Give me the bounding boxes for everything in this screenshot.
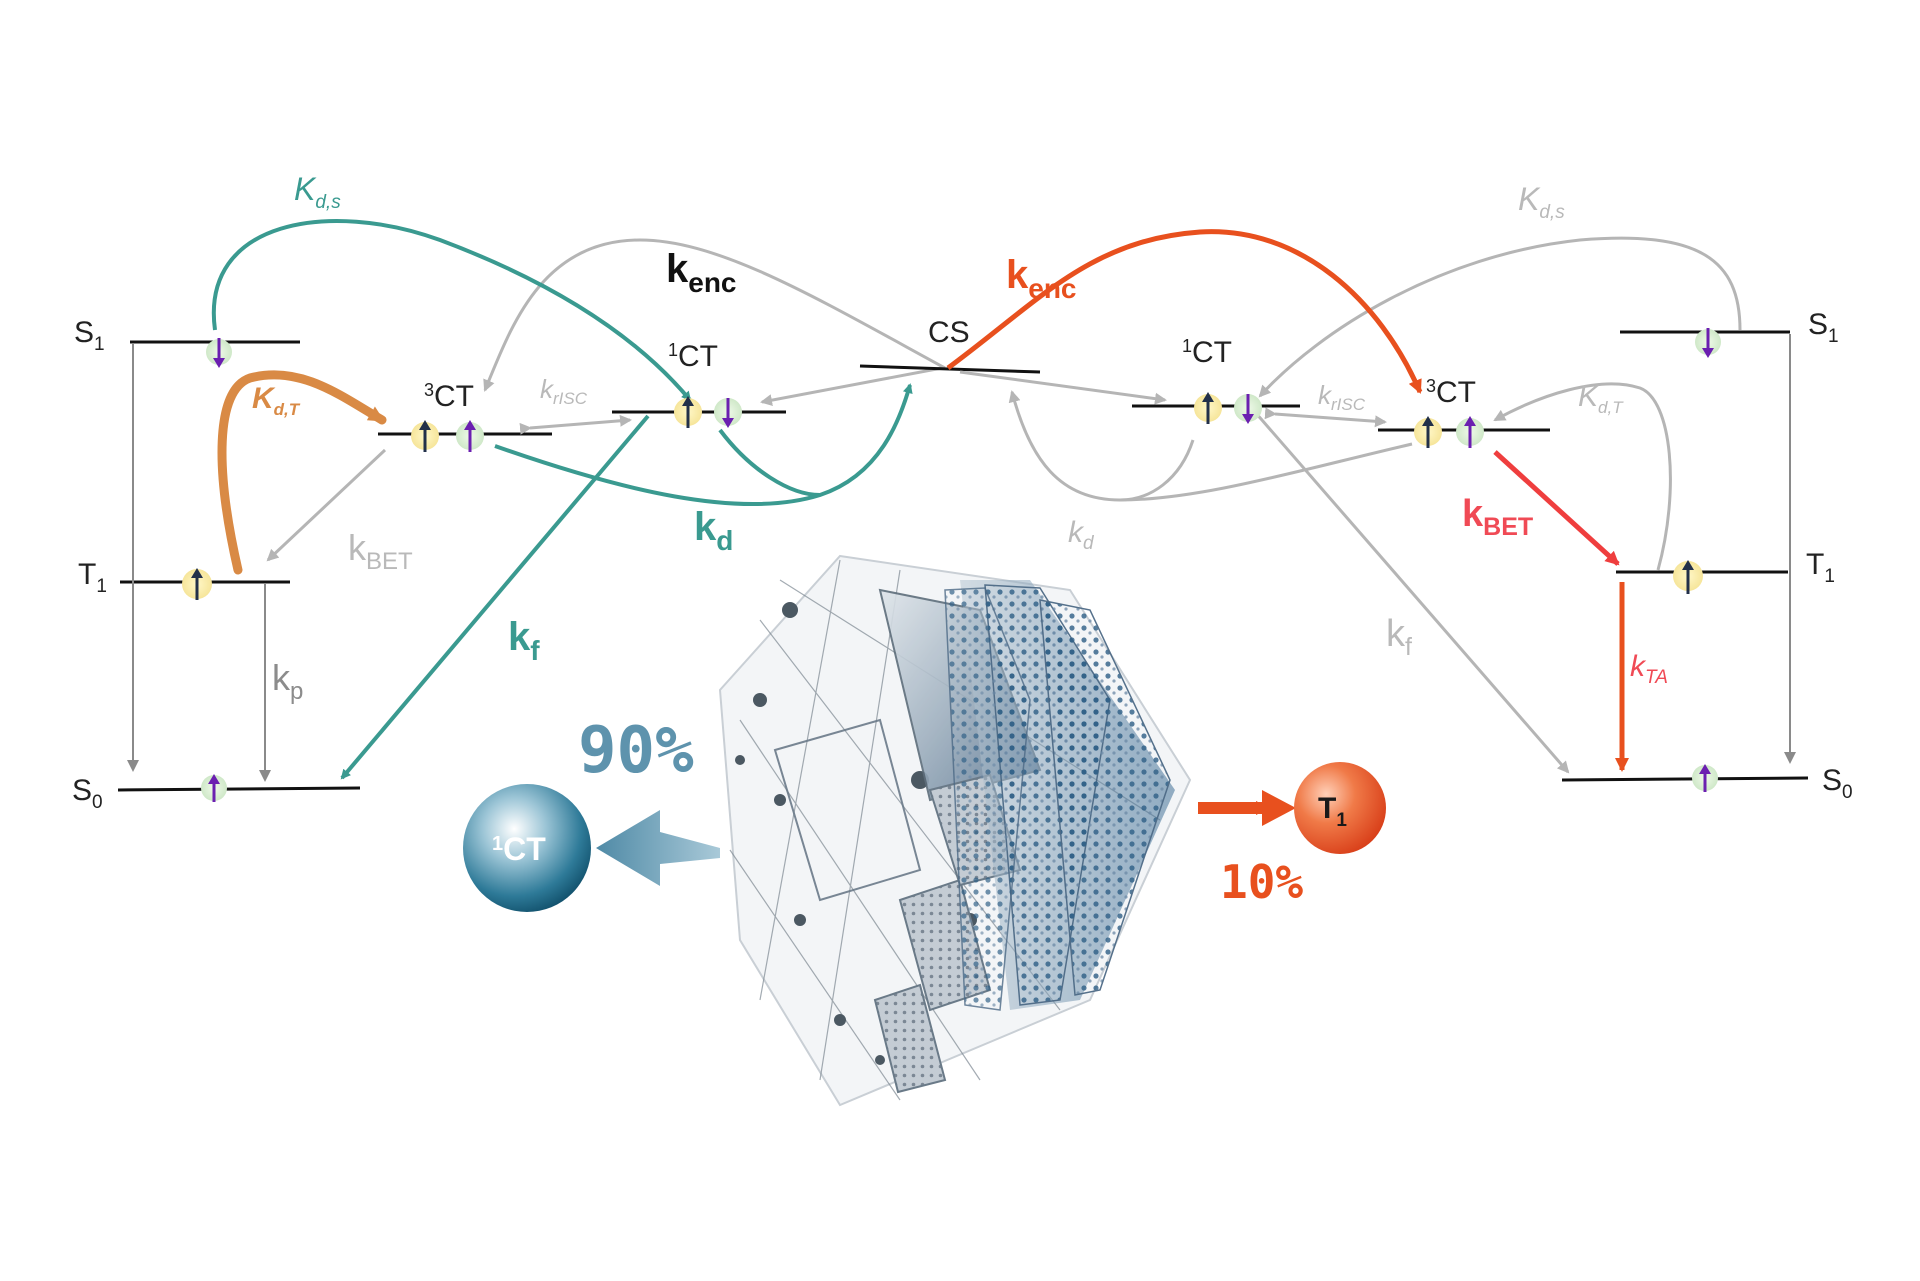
- left-kbet-label: kBET: [348, 527, 413, 575]
- left-kdt-arrow: [217, 370, 387, 575]
- left-s1-label: S1: [74, 316, 105, 355]
- right-s0-label: S0: [1822, 764, 1853, 803]
- right-diagram: 1CT 3CT S1 T1 S0 Kd,s Kd,T krISC kenc kB…: [946, 181, 1853, 803]
- left-kf-label: kf: [508, 615, 540, 666]
- left-kp-label: kp: [272, 657, 303, 705]
- ct-yield-arrow: [596, 810, 720, 886]
- left-krisc-label: krISC: [540, 374, 588, 408]
- ct-ball: [463, 784, 591, 912]
- left-kd-arrow-3ct: [494, 383, 913, 507]
- right-kds-label: Kd,s: [1518, 181, 1565, 223]
- right-1ct-label: 1CT: [1182, 336, 1232, 369]
- t1-ball: [1294, 762, 1386, 854]
- right-s1-label: S1: [1808, 308, 1839, 347]
- right-cs-to-1ct-arrow: [959, 370, 1167, 405]
- left-kenc-label: kenc: [666, 247, 737, 298]
- right-kbet-arrow: [1493, 450, 1620, 566]
- left-kf-arrow: [340, 414, 650, 780]
- left-s0-level: [117, 786, 361, 792]
- left-kenc-arrow: [483, 238, 946, 392]
- right-kbet-label: kBET: [1462, 493, 1533, 541]
- left-s0-label: S0: [72, 774, 103, 813]
- right-kdt-label: Kd,T: [1578, 380, 1624, 417]
- left-t1-label: T1: [78, 558, 107, 597]
- left-kd-arrow-1ct: [718, 428, 821, 497]
- left-cs-to-1ct-arrow: [760, 366, 943, 407]
- ct-yield-branch: 1CT 90%: [463, 714, 720, 912]
- right-3ct-label: 3CT: [1426, 376, 1476, 409]
- right-kdt-arrow: [1493, 382, 1672, 571]
- left-kds-arrow: [211, 219, 692, 402]
- t1-yield-branch: T1 10%: [1198, 762, 1386, 909]
- right-kenc-label: kenc: [1006, 253, 1077, 304]
- left-kds-label: Kd,s: [294, 171, 341, 213]
- left-krisc-arrow: [519, 414, 632, 435]
- left-1ct-label: 1CT: [668, 340, 718, 373]
- cs-label: CS: [928, 316, 970, 349]
- right-kenc-arrow: [946, 229, 1423, 394]
- ct-ball-label: 1CT: [492, 831, 546, 867]
- left-kd-label: kd: [694, 505, 733, 556]
- right-kf-label: kf: [1386, 613, 1412, 661]
- crystal-illustration: [718, 554, 1192, 1107]
- t1-yield-percent: 10%: [1220, 855, 1303, 909]
- right-kta-label: kTA: [1630, 650, 1668, 688]
- right-kf-arrow: [1253, 411, 1570, 774]
- left-3ct-label: 3CT: [424, 380, 474, 413]
- right-s0-level: [1561, 776, 1809, 782]
- left-diagram: S1 T1 S0 3CT 1CT Kd,s Kd,T krISC kenc kB…: [72, 171, 946, 813]
- right-kds-arrow: [1258, 236, 1742, 398]
- right-kd-label: kd: [1068, 516, 1095, 554]
- right-kd-arrow-1ct: [1119, 439, 1195, 502]
- left-kbet-arrow: [266, 448, 387, 562]
- t1-ball-label: T1: [1318, 792, 1347, 831]
- right-krisc-label: krISC: [1318, 380, 1366, 414]
- left-kdt-label: Kd,T: [252, 382, 301, 419]
- right-krisc-arrow: [1264, 407, 1387, 428]
- right-t1-label: T1: [1806, 548, 1835, 587]
- ct-yield-percent: 90%: [578, 714, 694, 788]
